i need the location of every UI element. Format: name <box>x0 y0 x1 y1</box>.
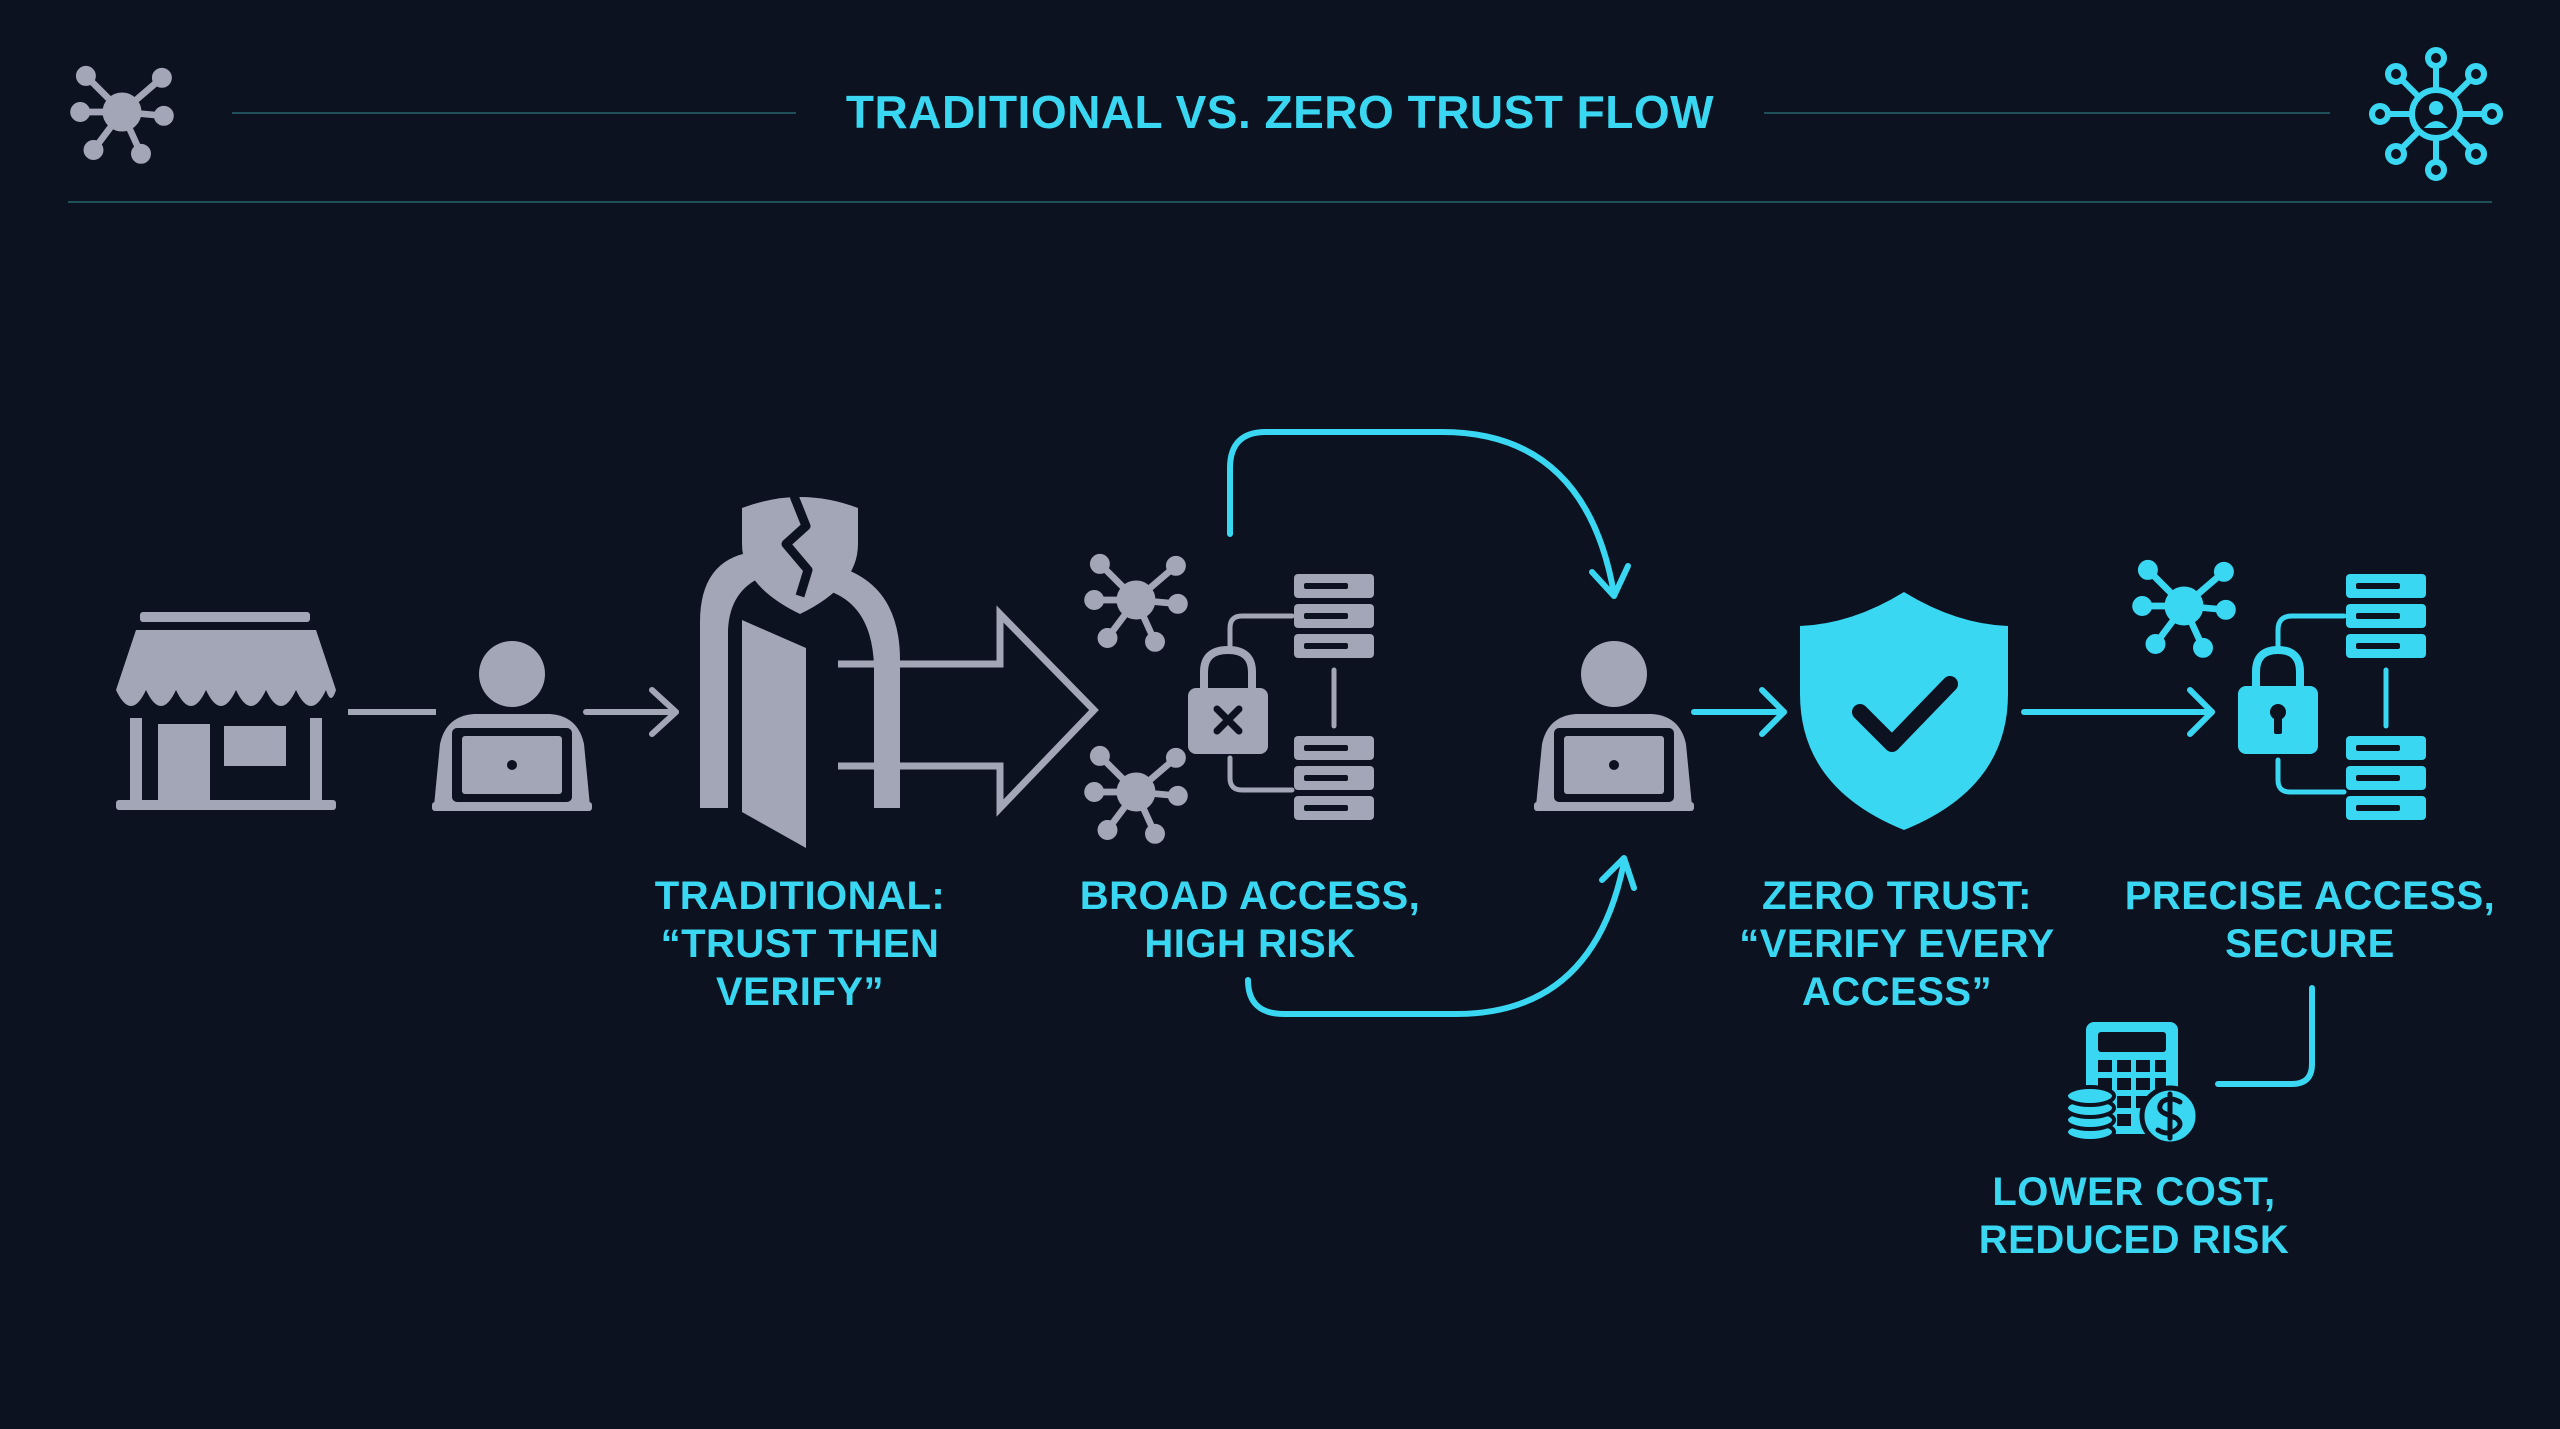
padlock-icon <box>2238 645 2318 754</box>
network-user-icon <box>2369 47 2503 181</box>
user-laptop-icon <box>1534 641 1694 811</box>
label-zero-trust: ZERO TRUST: “VERIFY EVERY ACCESS” <box>1739 874 2055 1014</box>
arrow-user-to-shield <box>1691 687 1787 737</box>
network-node-icon <box>2133 560 2236 657</box>
connector-access-to-cost <box>2215 985 2315 1087</box>
server-stack-icon <box>1294 736 1374 820</box>
server-connector <box>2275 613 2389 795</box>
page-title: TRADITIONAL VS. ZERO TRUST FLOW <box>845 86 1715 138</box>
broken-shield-door-icon <box>700 494 900 848</box>
network-node-icon <box>71 66 174 163</box>
big-arrow-icon <box>838 605 1099 817</box>
arrow-shield-to-access <box>2021 687 2215 737</box>
server-stack-icon <box>1294 574 1374 658</box>
server-stack-icon <box>2346 574 2426 658</box>
calculator-coins-icon <box>2064 1022 2201 1147</box>
arrow-user-to-door <box>583 687 679 737</box>
network-node-icon <box>1085 746 1188 843</box>
label-precise-access: PRECISE ACCESS, SECURE <box>2124 874 2496 966</box>
label-traditional: TRADITIONAL: “TRUST THEN VERIFY” <box>654 874 946 1014</box>
padlock-x-icon <box>1188 645 1268 754</box>
flow-arrow-top <box>1227 429 1631 599</box>
network-node-icon <box>1085 554 1188 651</box>
label-broad-access: BROAD ACCESS, HIGH RISK <box>1079 874 1421 966</box>
server-connector <box>1227 613 1337 793</box>
shield-check-icon <box>1800 592 2008 830</box>
flow-arrow-bottom <box>1245 855 1637 1017</box>
storefront-icon <box>116 612 336 810</box>
label-lower-cost: LOWER COST, REDUCED RISK <box>1978 1170 2290 1262</box>
server-stack-icon <box>2346 736 2426 820</box>
user-laptop-icon <box>432 641 592 811</box>
